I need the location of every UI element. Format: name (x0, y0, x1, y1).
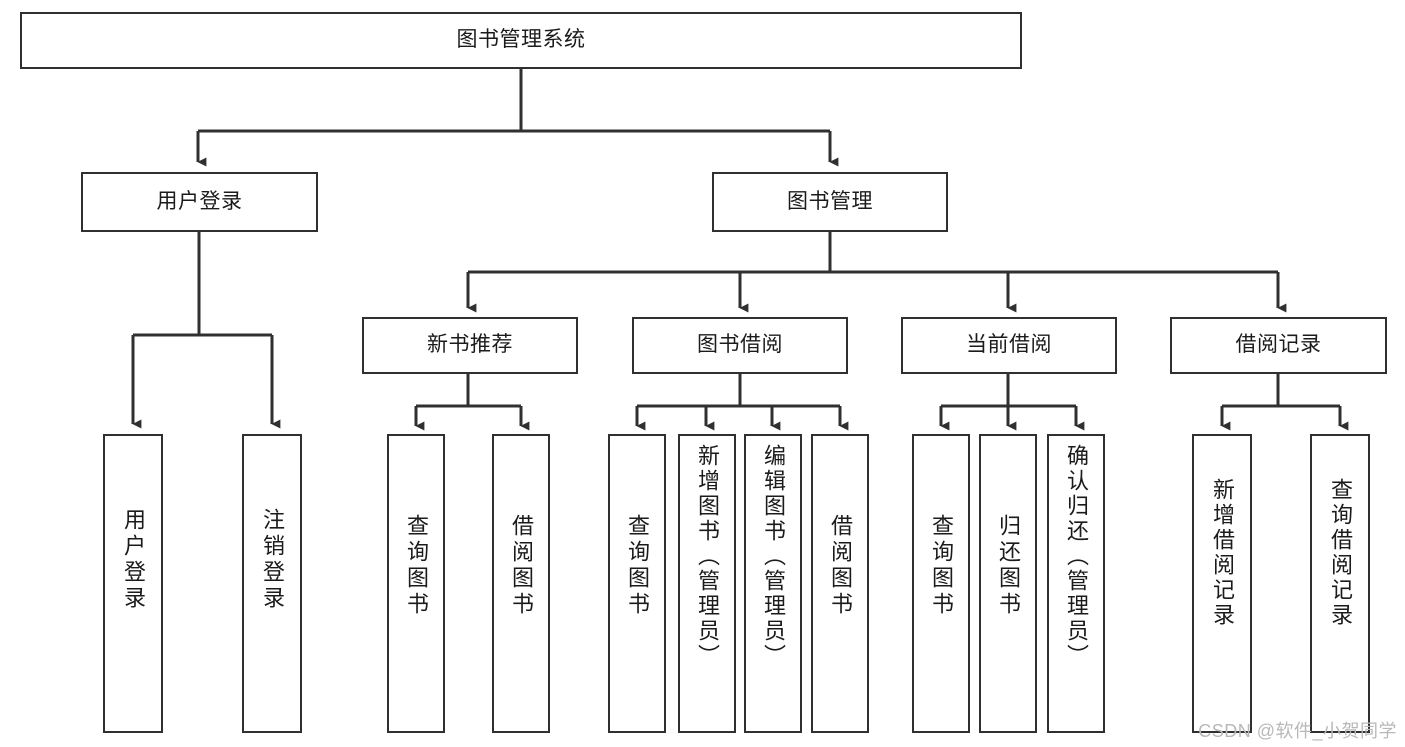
node-label: 用户登录 (156, 189, 243, 213)
csdn-watermark: CSDN @软件_小贺同学 (1198, 721, 1397, 741)
leaf-logout[interactable]: 注销登录 (242, 434, 302, 733)
node-label: 借阅图书 (509, 514, 534, 618)
node-label: 查询借阅记录 (1328, 478, 1353, 628)
node-label: 编辑图书（管理员） (761, 444, 786, 669)
new-book-to-leaves-connectors (414, 374, 530, 431)
node-label: 借阅图书 (828, 514, 853, 618)
node-new-book-recommendation[interactable]: 新书推荐 (362, 317, 578, 374)
leaf-query-book-borrow[interactable]: 查询图书 (608, 434, 666, 733)
leaf-add-book-admin[interactable]: 新增图书（管理员） (678, 434, 736, 733)
node-label: 图书管理系统 (456, 28, 586, 52)
node-label: 图书借阅 (697, 333, 783, 357)
leaf-borrow-book-borrow[interactable]: 借阅图书 (811, 434, 869, 733)
book-borrow-to-leaves-connectors (635, 374, 849, 431)
node-label: 注销登录 (260, 508, 285, 612)
node-book-borrowing[interactable]: 图书借阅 (632, 317, 848, 374)
node-label: 借阅记录 (1235, 333, 1322, 357)
leaf-return-book[interactable]: 归还图书 (979, 434, 1037, 733)
node-root-library-system[interactable]: 图书管理系统 (20, 12, 1022, 69)
node-borrowing-records[interactable]: 借阅记录 (1170, 317, 1387, 374)
leaf-add-borrow-record[interactable]: 新增借阅记录 (1192, 434, 1252, 733)
node-label: 新增图书（管理员） (695, 444, 720, 669)
node-book-management[interactable]: 图书管理 (712, 172, 948, 232)
current-borrow-to-leaves-connectors (939, 374, 1085, 431)
leaf-edit-book-admin[interactable]: 编辑图书（管理员） (744, 434, 802, 733)
leaf-query-book-current[interactable]: 查询图书 (912, 434, 970, 733)
leaf-query-book-new[interactable]: 查询图书 (387, 434, 445, 733)
leaf-confirm-return-admin[interactable]: 确认归还（管理员） (1047, 434, 1105, 733)
node-label: 用户登录 (121, 508, 146, 612)
borrow-record-to-leaves-connectors (1220, 374, 1349, 431)
node-current-borrowing[interactable]: 当前借阅 (901, 317, 1117, 374)
node-label: 新书推荐 (427, 333, 513, 357)
book-manage-to-level3-connectors (466, 232, 1287, 313)
leaf-user-login[interactable]: 用户登录 (103, 434, 163, 733)
node-label: 归还图书 (996, 514, 1021, 618)
node-label: 确认归还（管理员） (1064, 444, 1089, 669)
user-login-to-leaves-connectors (131, 232, 281, 429)
node-label: 图书管理 (787, 189, 873, 213)
root-to-level2-connectors (196, 68, 839, 167)
node-label: 查询图书 (625, 514, 650, 618)
leaf-borrow-book-new[interactable]: 借阅图书 (492, 434, 550, 733)
node-label: 当前借阅 (966, 333, 1052, 357)
leaf-query-borrow-record[interactable]: 查询借阅记录 (1310, 434, 1370, 733)
node-user-login[interactable]: 用户登录 (81, 172, 318, 232)
node-label: 查询图书 (404, 514, 429, 618)
node-label: 新增借阅记录 (1210, 478, 1235, 628)
node-label: 查询图书 (929, 514, 954, 618)
